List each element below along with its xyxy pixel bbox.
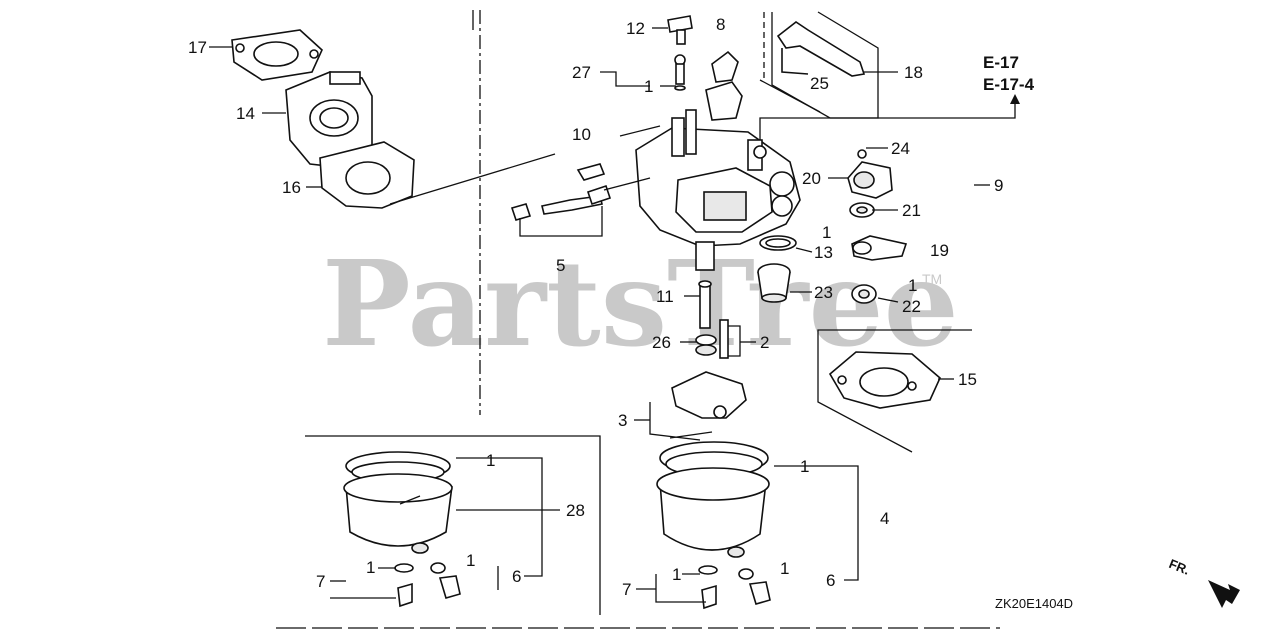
direction-label: FR.: [1167, 556, 1192, 578]
part-screw-27: [674, 54, 686, 91]
callout-23: 23: [814, 283, 833, 302]
callout-15: 15: [958, 370, 977, 389]
part-gasket-15: [828, 351, 941, 409]
callout-leaders: [209, 27, 990, 599]
callout-6-left: 6: [512, 567, 521, 586]
callout-20: 20: [802, 169, 821, 188]
callout-9: 9: [994, 176, 1003, 195]
callout-26: 26: [652, 333, 671, 352]
callout-11: 11: [656, 287, 674, 306]
callout-1-washer-right: 1: [672, 565, 681, 584]
section-dividers: [276, 10, 1000, 629]
part-lever-19: [851, 235, 908, 261]
callout-2: 2: [760, 333, 769, 352]
part-float-3: [671, 371, 747, 419]
diagram-code: ZK20E1404D: [995, 596, 1073, 611]
watermark-trademark: TM: [922, 271, 942, 287]
callout-27: 27: [572, 63, 591, 82]
callout-25: 25: [810, 74, 829, 93]
callout-17: 17: [188, 38, 207, 57]
callout-1-right: 1: [908, 276, 917, 295]
callout-10: 10: [572, 125, 591, 144]
callout-1-washer-left: 1: [366, 558, 375, 577]
part-gasket-16: [319, 141, 415, 209]
callout-16: 16: [282, 178, 301, 197]
callout-18: 18: [904, 63, 923, 82]
callout-labels: 12 8 27 1 10 18 25 17 14 16 5 24 20 9 21…: [188, 15, 1003, 599]
part-lever-18: [776, 21, 866, 77]
part-needle-2: [719, 319, 729, 359]
callout-6-right: 6: [826, 571, 835, 590]
part-seal-21: [849, 202, 875, 218]
part-choke-8: [705, 50, 743, 121]
part-bolt-left: [430, 562, 461, 599]
reference-e17: E-17: [983, 53, 1019, 72]
part-carburetor-body: [635, 109, 801, 271]
callout-8: 8: [716, 15, 725, 34]
part-pilot-screw-5: [510, 163, 612, 221]
part-float-bowl-right: [656, 441, 770, 558]
part-gasket-17: [231, 29, 323, 81]
callout-1-bowl-left: 1: [486, 451, 495, 470]
callout-13: 13: [814, 243, 833, 262]
callout-24: 24: [891, 139, 910, 158]
callout-1-top: 1: [644, 77, 653, 96]
part-main-jet-11: [698, 280, 712, 329]
callout-14: 14: [236, 104, 255, 123]
callout-4: 4: [880, 509, 889, 528]
part-screw-12: [667, 15, 693, 45]
callout-5: 5: [556, 256, 565, 275]
part-needle-seat-23: [757, 263, 791, 303]
callout-7-left: 7: [316, 572, 325, 591]
part-bolt-right: [738, 568, 771, 605]
callout-28: 28: [566, 501, 585, 520]
callout-1-mid: 1: [822, 223, 831, 242]
part-spring-26: [695, 334, 717, 356]
callout-1-bolt-right: 1: [780, 559, 789, 578]
part-o-ring-13: [759, 235, 797, 251]
watermark: PartsTree: [322, 234, 959, 373]
reference-e17-4: E-17-4: [983, 75, 1035, 94]
part-washer-left: [394, 563, 414, 608]
direction-arrow-icon: [1208, 580, 1240, 608]
part-float-bowl-left: [343, 451, 453, 554]
callout-21: 21: [902, 201, 921, 220]
part-cover-20: [847, 149, 893, 199]
callout-7-right: 7: [622, 580, 631, 599]
callout-12: 12: [626, 19, 645, 38]
callout-22: 22: [902, 297, 921, 316]
part-nut-22: [851, 284, 877, 304]
callout-3: 3: [618, 411, 627, 430]
callout-19: 19: [930, 241, 949, 260]
callout-1-bowl-right: 1: [800, 457, 809, 476]
callout-1-bolt-left: 1: [466, 551, 475, 570]
